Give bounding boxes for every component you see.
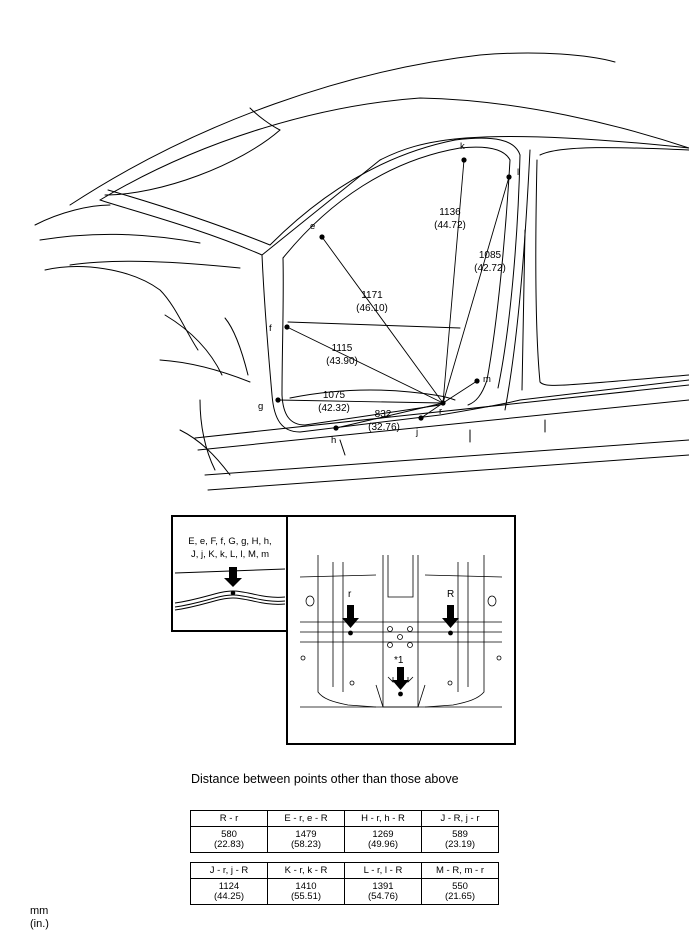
point-k [461, 157, 467, 163]
floor-panel-drawing: r R *1 [299, 555, 503, 708]
table-value-cell: 550(21.65) [421, 878, 499, 905]
dimension-labels: 1136 (44.72) 1085 (42.72) 1171 (46.10) 1… [318, 207, 506, 433]
inset-label-R: R [447, 589, 454, 600]
down-arrow-icon [224, 567, 242, 587]
dim-e-r-mm: 1171 [361, 290, 383, 301]
label-e: e [310, 221, 315, 232]
value-in: (23.19) [444, 838, 476, 850]
dim-h-r-in: (32.76) [368, 422, 400, 433]
floor-point-inset: r R *1 [286, 515, 516, 745]
inset-point-list-line-2: J, j, K, k, L, l, M, m [190, 549, 270, 560]
label-r: r [439, 406, 442, 417]
down-arrow-icon [342, 605, 359, 628]
table-value-cell: 589(23.19) [421, 826, 499, 853]
dim-f-r-mm: 1115 [332, 343, 353, 354]
table-header-cell: R - r [190, 810, 268, 827]
dim-k-r-mm: 1136 [439, 207, 461, 218]
value-in: (49.96) [367, 838, 399, 850]
value-mm: 1410 [295, 880, 317, 892]
value-in: (54.76) [367, 890, 399, 902]
door-opening-outline [261, 137, 531, 433]
distance-table-1: R - r E - r, e - R H - r, h - R J - R, j… [190, 810, 499, 853]
down-arrow-icon [442, 605, 459, 628]
dim-l-r-mm: 1085 [479, 250, 502, 261]
rocker-panel-outline [194, 379, 689, 491]
rear-door-opening-outline [521, 147, 689, 391]
table-header-cell: J - R, j - r [421, 810, 499, 827]
table-value-cell: 1269(49.96) [344, 826, 422, 853]
point-R-dot [448, 630, 453, 636]
value-mm: 550 [452, 880, 468, 892]
label-k: k [460, 141, 465, 152]
point-m [474, 378, 480, 384]
dim-g-r-mm: 1075 [323, 390, 346, 401]
inset-point-list-line-1: E, e, F, f, G, g, H, h, [188, 536, 272, 547]
label-m: m [483, 374, 491, 385]
point-l [506, 174, 512, 180]
unit-in: (in.) [30, 918, 49, 930]
point-labels: k l e f g h j m r [258, 141, 519, 446]
point-h [333, 425, 339, 431]
table-header-cell: H - r, h - R [344, 810, 422, 827]
distance-table-2: J - r, j - R K - r, k - R L - r, l - R M… [190, 862, 499, 905]
value-mm: 1479 [295, 828, 317, 840]
value-in: (58.23) [290, 838, 322, 850]
label-l: l [517, 167, 519, 178]
value-in: (44.25) [213, 890, 245, 902]
table-header-cell: E - r, e - R [267, 810, 345, 827]
table-caption: Distance between points other than those… [191, 772, 459, 786]
label-h: h [331, 435, 336, 446]
table-value-cell: 1410(55.51) [267, 878, 345, 905]
measurement-points [275, 157, 512, 431]
dim-e-r-in: (46.10) [356, 303, 388, 314]
value-in: (22.83) [213, 838, 245, 850]
label-j: j [415, 427, 418, 438]
table-header-cell: L - r, l - R [344, 862, 422, 879]
value-mm: 1269 [372, 828, 394, 840]
table-value-cell: 580(22.83) [190, 826, 268, 853]
point-r [440, 400, 446, 406]
point-location-inset: E, e, F, f, G, g, H, h, J, j, K, k, L, l… [171, 515, 289, 632]
down-arrow-icon [392, 667, 409, 690]
point-r-dot [348, 630, 353, 636]
inset-label-star: *1 [394, 655, 404, 666]
measurement-point-dot [230, 590, 236, 596]
dim-k-r-in: (44.72) [434, 220, 466, 231]
vehicle-body-dimension-diagram: k l e f g h j m r 1136 (44.72) 1085 (42.… [34, 52, 689, 491]
roof-outline [69, 52, 689, 256]
label-f: f [269, 323, 272, 334]
value-mm: 580 [221, 828, 237, 840]
value-in: (55.51) [290, 890, 322, 902]
table-value-cell: 1124(44.25) [190, 878, 268, 905]
inset-label-r: r [348, 589, 352, 600]
table-header-cell: J - r, j - R [190, 862, 268, 879]
value-mm: 1391 [372, 880, 394, 892]
point-g [275, 397, 281, 403]
dim-f-r-in: (43.90) [326, 356, 358, 367]
table-header-cell: M - R, m - r [421, 862, 499, 879]
front-fender-outline [34, 204, 251, 476]
value-mm: 589 [452, 828, 468, 840]
measurement-lines [277, 159, 510, 429]
dim-l-r-in: (42.72) [474, 263, 506, 274]
value-mm: 1124 [218, 880, 240, 892]
dim-g-r-in: (42.32) [318, 403, 350, 414]
table-value-cell: 1479(58.23) [267, 826, 345, 853]
units-legend: mm (in.) [30, 905, 49, 931]
point-j [418, 415, 424, 421]
point-e [319, 234, 325, 240]
dim-h-r-mm: 832 [375, 409, 392, 420]
point-star-dot [398, 691, 403, 697]
unit-mm: mm [30, 905, 49, 917]
table-value-cell: 1391(54.76) [344, 878, 422, 905]
inset-point-list: E, e, F, f, G, g, H, h, J, j, K, k, L, l… [173, 535, 287, 561]
value-in: (21.65) [444, 890, 476, 902]
point-f [284, 324, 290, 330]
label-g: g [258, 401, 263, 412]
table-header-cell: K - r, k - R [267, 862, 345, 879]
flange-section-drawing [174, 567, 286, 611]
